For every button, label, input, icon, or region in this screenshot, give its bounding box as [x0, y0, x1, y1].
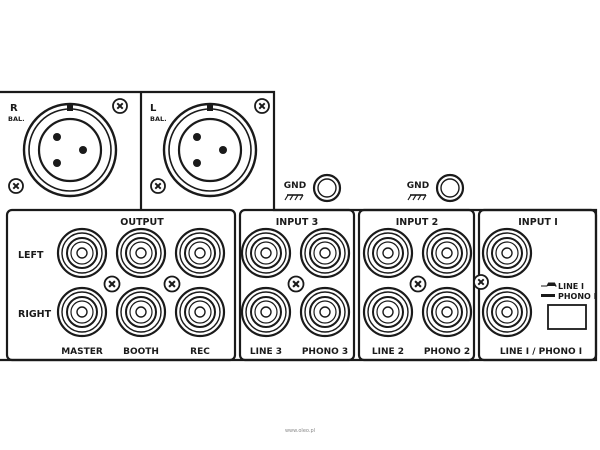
screw-xlr-right-bottom	[8, 178, 24, 194]
xlr-left-connector[interactable]	[162, 102, 258, 198]
input2-title: INPUT 2	[396, 217, 439, 228]
xlr-right-connector[interactable]	[22, 102, 118, 198]
xlr-right-letter: R	[10, 103, 18, 114]
output-row-left: LEFT	[18, 250, 44, 261]
switch-line-label: LINE I	[558, 282, 584, 291]
gnd-terminal-1[interactable]	[284, 173, 342, 203]
input2-line: LINE 2	[372, 347, 404, 357]
input3-phono: PHONO 3	[302, 347, 348, 357]
output-col-booth: BOOTH	[123, 347, 159, 357]
switch-phono-label: PHONO I	[558, 292, 597, 301]
input3-title: INPUT 3	[276, 217, 319, 228]
output-col-master: MASTER	[61, 347, 103, 357]
xlr-left-letter: L	[150, 103, 157, 114]
input3-line: LINE 3	[250, 347, 282, 357]
switch-slider[interactable]	[547, 304, 587, 330]
screw-xlr-left-top	[254, 98, 270, 114]
screw-input1	[473, 274, 489, 290]
line-phono-switch[interactable]: LINE I PHONO I	[541, 282, 597, 330]
input3-section	[238, 208, 356, 362]
input2-phono: PHONO 2	[424, 347, 470, 357]
output-title: OUTPUT	[120, 217, 164, 228]
rca-booth-left[interactable]	[115, 227, 167, 279]
rca-booth-right[interactable]	[115, 286, 167, 338]
rca-rec-right[interactable]	[174, 286, 226, 338]
rca-phono3-right[interactable]	[299, 286, 351, 338]
screw-input2	[409, 275, 427, 293]
rca-rec-left[interactable]	[174, 227, 226, 279]
rca-input1-left[interactable]	[481, 227, 533, 279]
gnd-label-1: GND	[284, 181, 306, 191]
switch-up-indicator-icon	[541, 282, 557, 287]
screw-input3	[287, 275, 305, 293]
screw-output-right	[163, 275, 181, 293]
ground-symbol-icon	[284, 194, 304, 201]
input1-title: INPUT I	[518, 217, 557, 228]
image-credit: www.oleo.pl	[284, 428, 316, 434]
rca-line3-right[interactable]	[240, 286, 292, 338]
xlr-left-sub: BAL.	[150, 115, 167, 123]
xlr-right-sub: BAL.	[8, 115, 25, 123]
rca-input1-right[interactable]	[481, 286, 533, 338]
rca-master-left[interactable]	[56, 227, 108, 279]
rca-phono2-right[interactable]	[421, 286, 473, 338]
switch-down-indicator-icon	[541, 294, 555, 297]
screw-xlr-right-top	[112, 98, 128, 114]
gnd-label-2: GND	[407, 181, 429, 191]
rca-phono3-left[interactable]	[299, 227, 351, 279]
rca-line2-right[interactable]	[362, 286, 414, 338]
rca-line2-left[interactable]	[362, 227, 414, 279]
output-row-right: RIGHT	[18, 309, 52, 320]
rca-line3-left[interactable]	[240, 227, 292, 279]
output-col-rec: REC	[190, 347, 210, 357]
output-section	[5, 208, 237, 362]
input1-bottom: LINE I / PHONO I	[500, 347, 582, 357]
rca-master-right[interactable]	[56, 286, 108, 338]
gnd-terminal-2[interactable]	[407, 173, 465, 203]
rca-phono2-left[interactable]	[421, 227, 473, 279]
screw-output-left	[103, 275, 121, 293]
screw-xlr-left-bottom	[150, 178, 166, 194]
ground-symbol-icon	[407, 194, 427, 201]
